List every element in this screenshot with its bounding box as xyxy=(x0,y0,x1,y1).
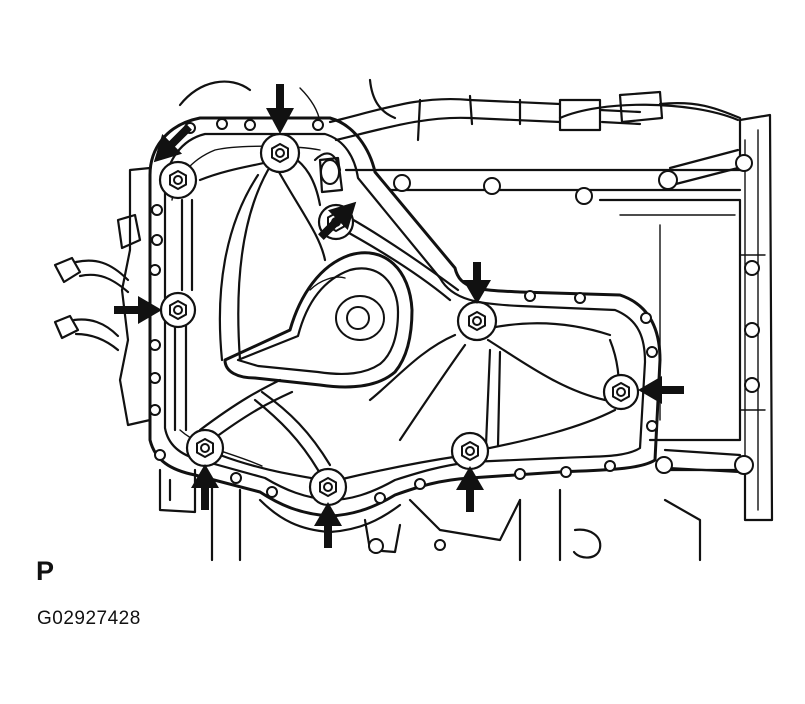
arrow-middle-top xyxy=(463,262,491,304)
arrow-bottom-right xyxy=(456,466,484,512)
oil-pump-strainer xyxy=(223,251,414,389)
view-label: P xyxy=(36,556,55,586)
bolt-heads xyxy=(169,142,630,498)
arrow-bottom-left xyxy=(191,464,219,510)
arrow-right xyxy=(638,376,684,404)
bolt-7 xyxy=(196,437,214,459)
arrow-upper-left xyxy=(153,124,192,163)
block-bolt-holes xyxy=(393,154,760,475)
bolt-9 xyxy=(461,440,479,462)
bolt-1 xyxy=(169,169,187,191)
engine-block-outline xyxy=(344,103,774,562)
bolt-6 xyxy=(612,381,630,403)
wiring-harness xyxy=(178,78,742,142)
flange-holes xyxy=(149,118,658,504)
arrow-bottom-center xyxy=(314,502,342,548)
arrow-top xyxy=(266,84,294,134)
bolt-2 xyxy=(271,142,289,164)
arrow-upper-right xyxy=(318,201,357,240)
arrow-left xyxy=(114,296,162,324)
left-connectors xyxy=(53,166,152,427)
bolt-4 xyxy=(169,299,187,321)
figure-code: G02927428 xyxy=(37,608,141,629)
bolt-8 xyxy=(319,476,337,498)
bolt-arrows xyxy=(114,84,684,548)
bolt-5 xyxy=(468,310,486,332)
